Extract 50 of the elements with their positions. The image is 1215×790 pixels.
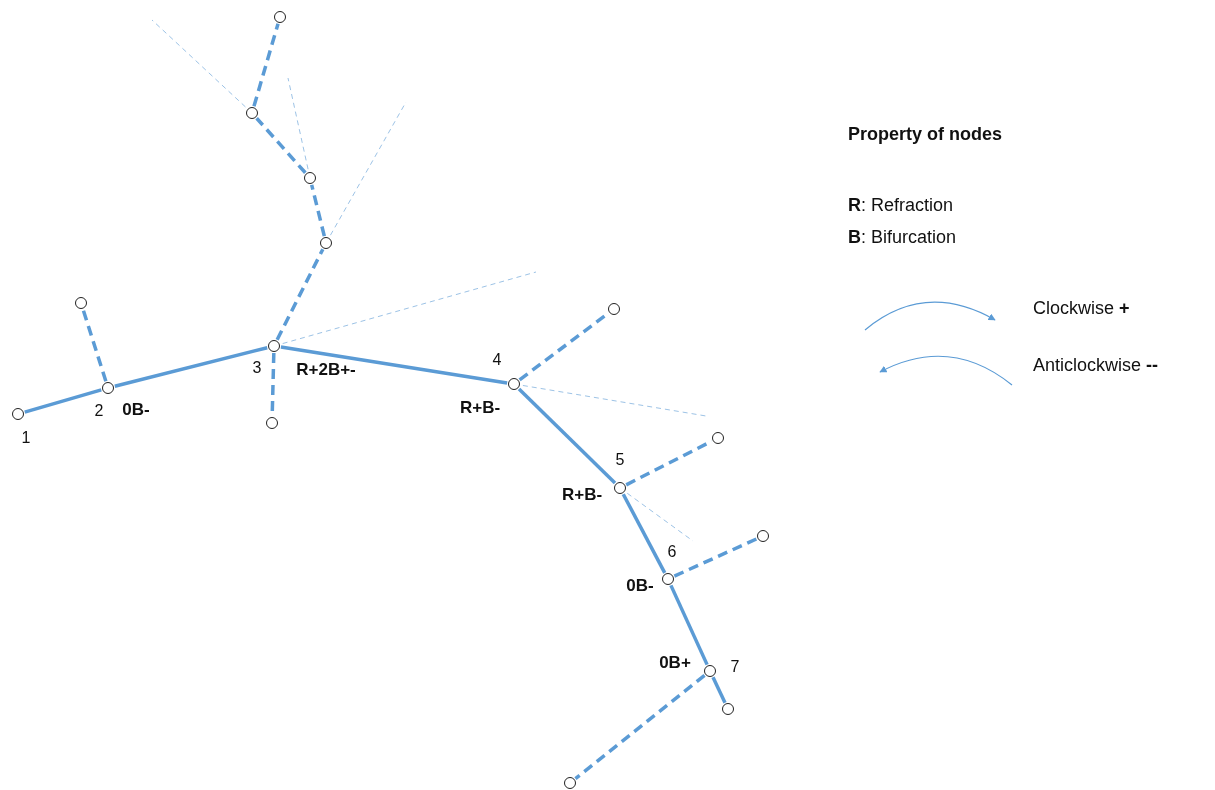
branch-line: [517, 387, 617, 485]
node-circle: [608, 303, 620, 315]
legend-entry: B: Bifurcation: [848, 227, 957, 248]
legend-entry: Clockwise +: [1033, 298, 1130, 319]
node-circle: [564, 777, 576, 789]
branch-line: [275, 248, 325, 341]
node-number: 6: [667, 543, 677, 561]
branch-line: [621, 493, 667, 574]
node-number: 4: [492, 351, 502, 369]
branch-line: [114, 346, 268, 388]
node-property-label: R+B-: [459, 398, 501, 418]
branch-line: [711, 676, 727, 704]
legend-entry: R: Refraction: [848, 195, 954, 216]
node-property-label: R+B-: [561, 485, 603, 505]
node-circle: [704, 665, 716, 677]
node-circle: [614, 482, 626, 494]
branch-line: [81, 309, 108, 382]
node-property-label: 0B-: [626, 576, 654, 596]
legend-entry: Anticlockwise --: [1033, 355, 1159, 376]
node-property-label: 0B-: [122, 400, 150, 420]
node-number: 2: [94, 402, 104, 420]
node-number: 1: [21, 429, 31, 447]
node-number: 3: [252, 359, 262, 377]
node-circle: [508, 378, 520, 390]
node-property-label: R+2B+-: [296, 360, 356, 380]
node-circle: [712, 432, 724, 444]
branch-line: [252, 23, 280, 107]
node-circle: [304, 172, 316, 184]
branch-line: [255, 117, 307, 174]
branch-line: [24, 388, 102, 414]
node-circle: [757, 530, 769, 542]
node-circle: [662, 573, 674, 585]
node-property-label: 0B+: [659, 653, 691, 673]
node-circle: [268, 340, 280, 352]
node-circle: [274, 11, 286, 23]
node-number: 7: [730, 658, 740, 676]
legend-title: Property of nodes: [848, 124, 1003, 145]
node-circle: [246, 107, 258, 119]
branch-line: [673, 537, 758, 578]
branch-line: [280, 345, 508, 385]
node-circle: [12, 408, 24, 420]
node-circle: [722, 703, 734, 715]
node-circle: [266, 417, 278, 429]
branch-line: [309, 184, 327, 237]
node-number: 5: [615, 451, 625, 469]
node-circle: [320, 237, 332, 249]
branch-line: [574, 674, 706, 780]
branch-line: [669, 584, 709, 666]
node-circle: [102, 382, 114, 394]
node-circle: [75, 297, 87, 309]
